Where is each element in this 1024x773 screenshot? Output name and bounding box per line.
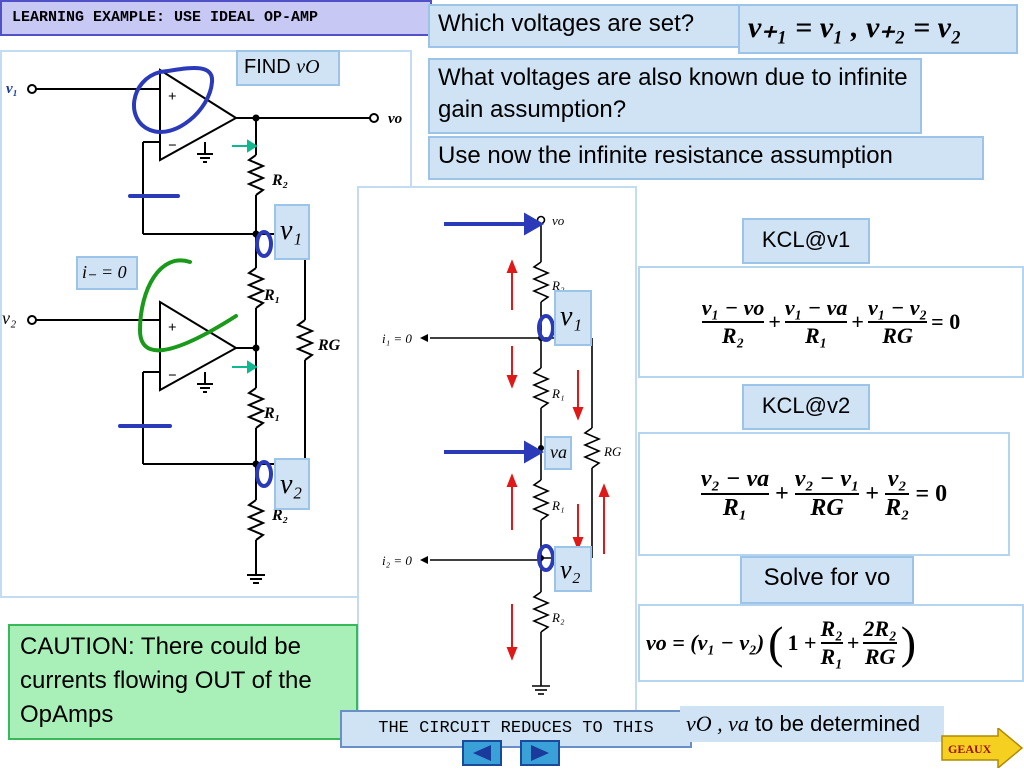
kcl1-rhs: = 0 xyxy=(931,309,961,334)
previous-slide-button[interactable] xyxy=(462,740,502,766)
amp2-plus-sign: + xyxy=(168,320,177,336)
find-label: FIND vO xyxy=(236,50,340,86)
solution-f2-den: RG xyxy=(863,642,897,669)
left-node-v1-label: v₁ xyxy=(274,204,310,260)
reduced-rg-label: RG xyxy=(603,444,622,459)
reduced-r1-lower: R₁ xyxy=(551,498,564,513)
reduced-vo-label: vo xyxy=(552,213,565,228)
amp1-plus-sign: + xyxy=(168,89,177,105)
question-infinite-gain: What voltages are also known due to infi… xyxy=(428,58,922,134)
green-annotation xyxy=(137,258,238,353)
kcl2-rhs: = 0 xyxy=(915,480,948,507)
find-var: vO xyxy=(296,56,320,78)
left-triangle-icon xyxy=(473,745,491,761)
caution-note: CAUTION: There could be currents flowing… xyxy=(8,624,358,740)
amp1-minus-sign: − xyxy=(168,138,177,154)
reduced-r2-bottom: R₂ xyxy=(551,610,565,625)
kcl1-t2-num: v₁ − va xyxy=(784,295,848,320)
geaux-label: GEAUX xyxy=(948,742,992,756)
geaux-button[interactable]: GEAUX xyxy=(940,726,1024,770)
question-1-answer: v₊₁ = v₁ , v₊₂ = v₂ xyxy=(738,4,1018,54)
kcl2-t3-den: R₂ xyxy=(885,493,910,521)
kcl2-t2-den: RG xyxy=(794,493,860,522)
kcl1-t1-num: v₁ − vo xyxy=(701,295,765,320)
red-current-arrows xyxy=(506,259,610,661)
input-v2-label: v₂ xyxy=(2,308,16,328)
r1-upper-label: R₁ xyxy=(263,287,280,304)
r1-lower-label: R₁ xyxy=(263,405,280,422)
rg-label: RG xyxy=(317,337,341,354)
next-slide-button[interactable] xyxy=(520,740,560,766)
kcl2-t1-den: R₁ xyxy=(700,493,770,522)
current-arrows-teal xyxy=(232,139,258,374)
kcl1-t3-den: RG xyxy=(867,321,928,349)
solution-lhs: vo = (v₁ − v₂) xyxy=(646,630,765,655)
solution-one: 1 + xyxy=(787,630,817,655)
left-node-v2-label: v₂ xyxy=(274,458,310,510)
solution-f1-den: R₁ xyxy=(820,642,843,669)
reduced-r1-upper: R₁ xyxy=(551,386,564,401)
kcl2-t3-num: v₂ xyxy=(887,466,907,492)
reduced-va-label: va xyxy=(544,436,572,470)
left-circuit-frame xyxy=(0,50,412,598)
question-infinite-resistance: Use now the infinite resistance assumpti… xyxy=(428,136,984,180)
input-v1-label: v₁ xyxy=(6,81,18,97)
blue-annotations xyxy=(118,66,273,488)
blue-known-arrows xyxy=(444,212,545,464)
reduced-node-circles xyxy=(537,314,555,572)
arrow-icon: GEAUX xyxy=(941,726,1024,770)
solution-f2-num: 2R₂ xyxy=(863,616,897,641)
reduced-r2-top: R₂ xyxy=(551,278,565,293)
kcl2-t1-num: v₂ − va xyxy=(700,466,770,492)
kcl-v1-label: KCL@v1 xyxy=(742,218,870,264)
to-be-determined-note: vO , va to be determined xyxy=(680,706,944,742)
reduced-i1-label: i₁ = 0 xyxy=(382,331,412,346)
kcl2-t2-num: v₂ − v₁ xyxy=(794,466,860,492)
kcl-v2-label: KCL@v2 xyxy=(742,384,870,430)
kcl1-t1-den: R₂ xyxy=(701,321,765,349)
output-vo-label: vo xyxy=(388,111,402,127)
reduced-node-v1-label: v₁ xyxy=(554,290,592,346)
reduced-i2-label: i₂ = 0 xyxy=(382,553,412,568)
find-text: FIND xyxy=(244,56,291,78)
unknown-vars: vO , va xyxy=(686,711,749,736)
kcl1-t2-den: R₁ xyxy=(784,321,848,349)
question-which-voltages: Which voltages are set? xyxy=(428,4,742,48)
right-triangle-icon xyxy=(531,745,549,761)
solution-f1-num: R₂ xyxy=(820,616,843,641)
r2-bottom-label: R₂ xyxy=(271,507,288,524)
i-minus-zero-label: i₋ = 0 xyxy=(76,256,138,290)
amp2-minus-sign: − xyxy=(168,368,177,384)
left-circuit-diagram: + − + − v₁ v₂ vo R₂ R₁ R₁ R₂ RG xyxy=(2,66,402,584)
r2-top-label: R₂ xyxy=(271,172,288,189)
circuit-reduces-label: THE CIRCUIT REDUCES TO THIS xyxy=(340,710,692,748)
tbd-text: to be determined xyxy=(755,711,921,736)
solution-plus: + xyxy=(846,630,860,655)
solve-label: Solve for vo xyxy=(740,556,914,604)
slide-title: LEARNING EXAMPLE: USE IDEAL OP-AMP xyxy=(0,0,432,36)
kcl1-t3-num: v₁ − v₂ xyxy=(867,295,928,320)
reduced-circuit-diagram: vo i₁ = 0 i₂ = 0 R₂ R₁ R₁ R₂ RG xyxy=(382,212,622,695)
question-1-text: Which voltages are set? xyxy=(438,10,695,37)
reduced-node-v2-label: v₂ xyxy=(554,546,592,592)
